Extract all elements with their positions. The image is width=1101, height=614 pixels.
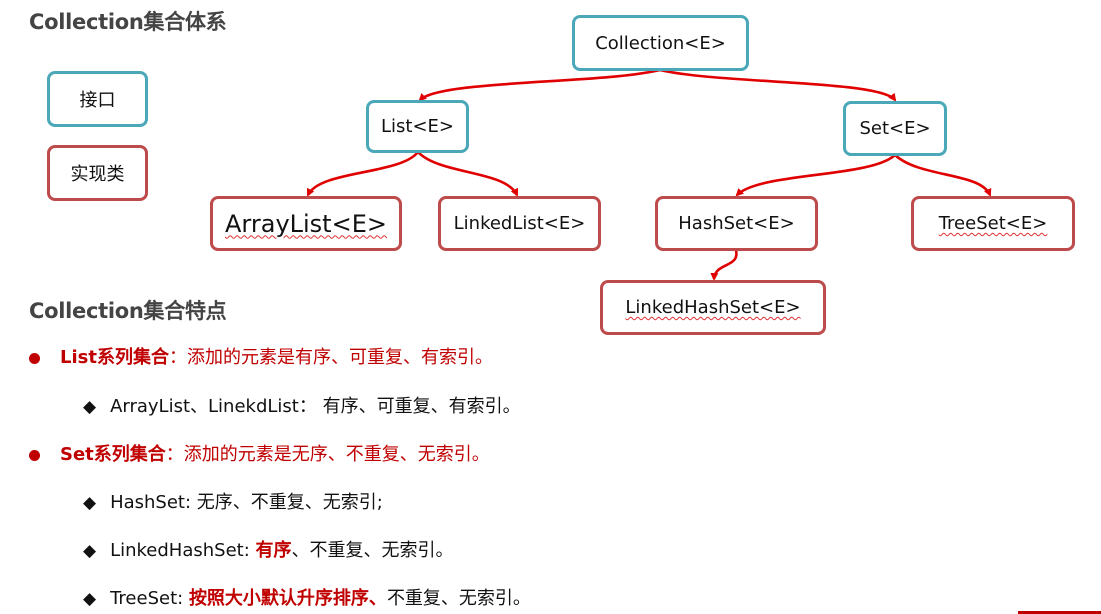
- legend-implementation-label: 实现类: [70, 164, 125, 185]
- node-hashset: HashSet<E>: [655, 196, 818, 251]
- node-treeset-label: TreeSet<E>: [938, 213, 1048, 234]
- feature-arraylist-linkedlist-label: ArrayList、LinekdList：: [110, 396, 317, 417]
- arrow-set-hashset: [735, 153, 896, 197]
- diamond-bullet: ◆: [83, 397, 97, 417]
- feature-set-sep: ：: [165, 444, 184, 465]
- node-treeset: TreeSet<E>: [911, 196, 1075, 251]
- arrow-list-arraylist: [306, 151, 420, 197]
- arrow-list-linkedlist: [417, 151, 519, 197]
- node-list-label: List<E>: [380, 116, 454, 137]
- feature-linkedhashset-desc: 、不重复、无索引。: [291, 540, 454, 561]
- feature-set-desc: 添加的元素是无序、不重复、无索引。: [183, 444, 490, 465]
- feature-set-label: Set系列集合: [60, 444, 166, 465]
- node-linkedhashset-label: LinkedHashSet<E>: [625, 297, 801, 318]
- feature-arraylist-linkedlist-desc: 有序、可重复、有索引。: [316, 396, 521, 417]
- feature-hashset: ◆ HashSet: 无序、不重复、无索引;: [83, 488, 383, 514]
- feature-linkedhashset-label: LinkedHashSet:: [110, 540, 256, 561]
- feature-list-label: List系列集合: [60, 347, 169, 368]
- feature-list-desc: 添加的元素是有序、可重复、有索引。: [186, 347, 493, 368]
- node-set-label: Set<E>: [859, 118, 931, 139]
- legend-implementation: 实现类: [47, 145, 148, 201]
- node-list: List<E>: [366, 100, 469, 153]
- node-set: Set<E>: [843, 101, 947, 156]
- node-arraylist-label: ArrayList<E>: [225, 209, 387, 238]
- feature-set: Set系列集合：添加的元素是无序、不重复、无索引。: [29, 440, 490, 466]
- feature-hashset-text: HashSet: 无序、不重复、无索引;: [110, 492, 383, 513]
- features-heading: Collection集合特点: [29, 299, 227, 323]
- legend-interface: 接口: [47, 71, 148, 127]
- diamond-bullet: ◆: [83, 493, 97, 513]
- corner-accent-line: [1018, 611, 1101, 614]
- arrow-collection-set: [659, 68, 897, 102]
- feature-linkedhashset-highlight: 有序: [255, 540, 292, 561]
- arrow-hashset-linkedhashset: [710, 249, 738, 281]
- node-collection-label: Collection<E>: [595, 32, 726, 54]
- feature-list-sep: ：: [168, 347, 187, 368]
- bullet-dot: [29, 449, 40, 461]
- feature-list: List系列集合：添加的元素是有序、可重复、有索引。: [29, 343, 493, 369]
- node-linkedhashset: LinkedHashSet<E>: [600, 280, 826, 335]
- node-linkedlist-label: LinkedList<E>: [453, 213, 586, 234]
- feature-treeset-desc: 不重复、无索引。: [386, 588, 531, 609]
- node-collection: Collection<E>: [572, 15, 749, 71]
- bullet-dot: [29, 352, 40, 364]
- arrow-set-treeset: [894, 154, 992, 197]
- feature-treeset-label: TreeSet:: [110, 588, 189, 609]
- system-heading: Collection集合体系: [29, 10, 227, 34]
- arrow-collection-list: [418, 68, 661, 102]
- feature-arraylist-linkedlist: ◆ ArrayList、LinekdList： 有序、可重复、有索引。: [83, 392, 521, 418]
- legend-interface-label: 接口: [79, 90, 116, 111]
- node-linkedlist: LinkedList<E>: [438, 196, 601, 251]
- diamond-bullet: ◆: [83, 541, 97, 561]
- feature-treeset-highlight: 按照大小默认升序排序、: [188, 588, 387, 609]
- diamond-bullet: ◆: [83, 589, 97, 609]
- feature-treeset: ◆ TreeSet: 按照大小默认升序排序、不重复、无索引。: [83, 584, 531, 610]
- feature-linkedhashset: ◆ LinkedHashSet: 有序、不重复、无索引。: [83, 536, 454, 562]
- node-arraylist: ArrayList<E>: [210, 196, 402, 251]
- node-hashset-label: HashSet<E>: [678, 213, 795, 234]
